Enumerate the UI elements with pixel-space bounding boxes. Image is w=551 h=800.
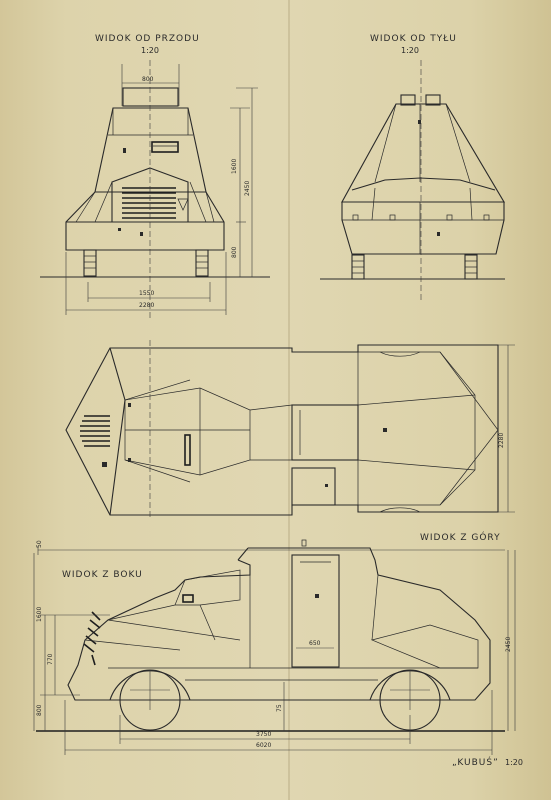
dim-side-height-mid: 770 (47, 653, 54, 665)
front-hatch (122, 87, 179, 107)
top-view-drawing (65, 340, 515, 520)
rear-view-title: WIDOK OD TYŁU (370, 34, 457, 44)
top-view-title: WIDOK Z GÓRY (420, 533, 501, 543)
dim-front-height-upper: 1600 (231, 158, 238, 174)
footer-name: „KUBUŚ” (452, 758, 499, 768)
side-grille (83, 611, 101, 653)
dim-side-wheelbase: 3750 (256, 731, 272, 738)
dim-side-door-width: 650 (309, 640, 321, 647)
rear-hatch-right (425, 94, 441, 106)
rear-body (341, 201, 505, 255)
dim-side-height-upper: 1600 (36, 606, 43, 622)
dim-front-width-top: 800 (142, 76, 154, 83)
side-door (291, 554, 340, 668)
footer-scale: 1:20 (505, 758, 523, 767)
rear-view-drawing (320, 60, 505, 300)
rear-turret (341, 103, 505, 203)
dim-side-top-offset: 50 (36, 540, 43, 548)
top-roof-hatch (291, 404, 359, 461)
dim-top-width: 2280 (498, 432, 505, 448)
front-vision-slot (151, 141, 179, 153)
front-turret (94, 107, 207, 193)
dim-front-track: 1550 (139, 290, 155, 297)
side-vision-slot (182, 594, 194, 603)
front-left-wheel (83, 249, 97, 277)
front-view-scale: 1:20 (141, 46, 159, 55)
page-fold (288, 0, 290, 800)
front-view-title: WIDOK OD PRZODU (95, 34, 200, 44)
front-view-drawing (40, 60, 270, 320)
dim-side-length-total: 6020 (256, 742, 272, 749)
front-emblem (177, 198, 189, 211)
dim-front-height-total: 2450 (244, 180, 251, 196)
dim-front-height-lower: 800 (231, 246, 238, 258)
top-vision-slot (184, 434, 191, 466)
dim-side-height-lower: 800 (36, 704, 43, 716)
front-right-wheel (195, 249, 209, 277)
dim-front-width-total: 2280 (139, 302, 155, 309)
rear-hatch-left (400, 94, 416, 106)
top-hull (65, 344, 499, 516)
rear-view-scale: 1:20 (401, 46, 419, 55)
dim-side-clearance: 75 (276, 704, 283, 712)
top-grille (80, 415, 110, 447)
side-view-drawing (33, 539, 516, 755)
dim-side-height-total: 2450 (505, 636, 512, 652)
side-view-title: WIDOK Z BOKU (62, 570, 143, 580)
side-cabin-roof (248, 547, 379, 576)
top-side-door (291, 467, 336, 506)
